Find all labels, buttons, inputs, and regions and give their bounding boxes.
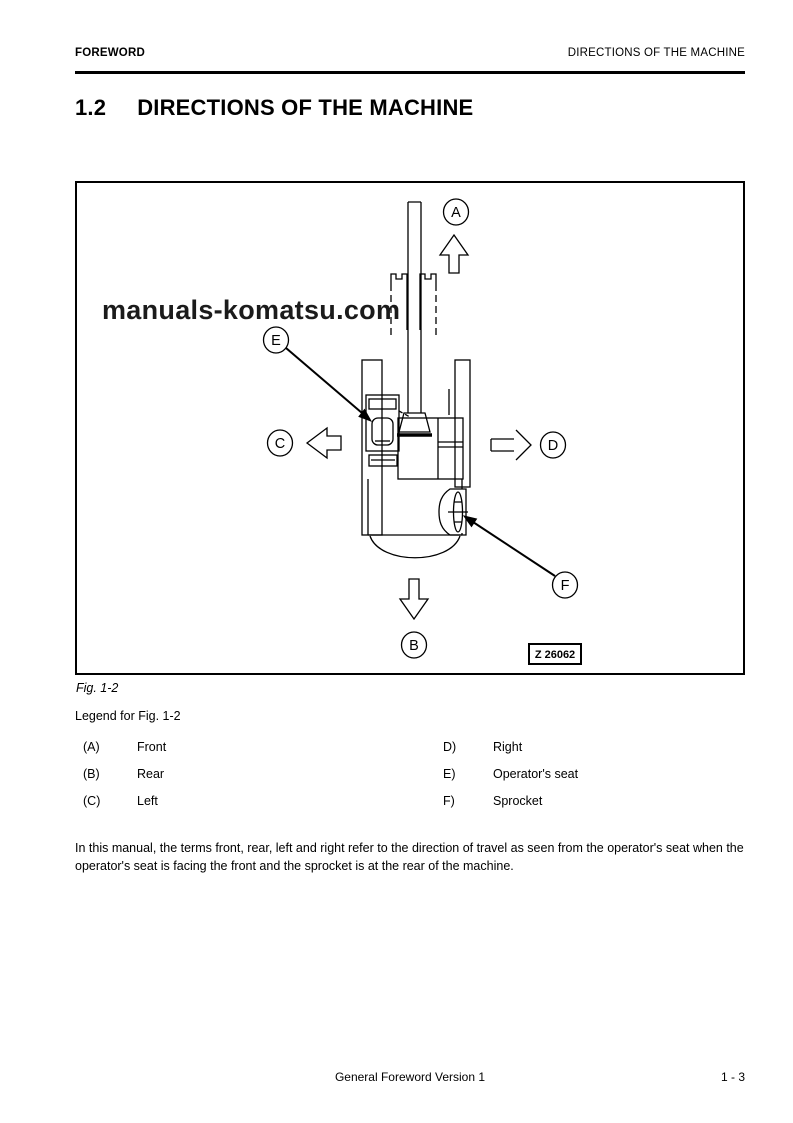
cab-boom-dashed: [398, 410, 411, 418]
legend-value: Operator's seat: [493, 766, 579, 781]
cab: [365, 394, 400, 452]
cab-step: [368, 454, 398, 467]
drawing-number: Z 26062: [535, 649, 575, 661]
footer-version: General Foreword Version 1: [334, 1070, 486, 1084]
legend-value: Right: [493, 740, 523, 754]
sprocket-ticks: [448, 501, 468, 523]
legend-key: E): [443, 766, 456, 781]
label-left: C: [275, 436, 285, 452]
left-track: [361, 359, 383, 536]
body-paragraph: In this manual, the terms front, rear, l…: [75, 841, 744, 874]
label-rear: B: [409, 638, 419, 654]
cylinder-bracket-left: [390, 273, 408, 330]
balloon-rear: [400, 631, 428, 659]
legend-value: Rear: [137, 766, 165, 781]
cylinder-bracket-right: [419, 273, 437, 330]
boom-bar: [407, 201, 422, 413]
header-rule: [75, 71, 745, 74]
machine-direction-diagram: A B C D E F manuals-komatsu.com Z 26062: [102, 198, 582, 665]
deck-right-lines: [437, 418, 463, 479]
label-balloons: [262, 198, 579, 659]
balloon-front: [442, 198, 470, 226]
sprocket-leader-arrowhead: [462, 515, 478, 528]
legend-key: (A): [83, 740, 100, 754]
figure-box: A B C D E F manuals-komatsu.com Z 26062: [75, 181, 745, 675]
counterweight-arc: [369, 535, 461, 559]
cab-window: [368, 398, 397, 410]
seat-leader-line: [285, 347, 363, 414]
label-seat: E: [271, 333, 281, 349]
machine-outline: [361, 201, 471, 559]
header-section-label: FOREWORD: [75, 47, 145, 59]
arrow-left: [305, 426, 342, 460]
footer-page-number: 1 - 3: [720, 1070, 745, 1084]
direction-arrows: [305, 233, 532, 621]
arrow-down-rear: [398, 578, 430, 621]
legend-key: D): [443, 740, 457, 754]
balloon-sprocket: [551, 571, 579, 599]
arrow-up-front: [438, 233, 470, 274]
legend-key: (B): [83, 766, 100, 781]
label-front: A: [451, 205, 461, 221]
boom-foot: [398, 412, 431, 433]
page-title-number: 1.2: [75, 95, 107, 120]
watermark-text: manuals-komatsu.com: [102, 295, 400, 325]
seat-leader-arrowhead: [358, 408, 373, 422]
label-sprocket: F: [561, 578, 570, 594]
sprocket-leader-line: [472, 521, 556, 577]
page-title: 1.2 DIRECTIONS OF THE MACHINE: [75, 95, 473, 121]
legend-value: Sprocket: [493, 793, 543, 808]
arrow-right-chevron: [515, 429, 532, 461]
legend-table: (A) Front D) Right (B) Rear E) Operator'…: [75, 740, 745, 820]
legend-value: Left: [137, 793, 158, 808]
legend-heading: Legend for Fig. 1-2: [75, 709, 181, 723]
sprocket-housing: [438, 488, 467, 536]
balloon-seat: [262, 326, 290, 354]
balloon-left: [266, 429, 294, 457]
deck: [397, 417, 464, 480]
leader-lines: [285, 347, 556, 577]
label-right: D: [548, 438, 558, 454]
balloon-right: [539, 431, 567, 459]
balloon-letters: A B C D E F: [271, 205, 569, 654]
legend-key: (C): [83, 793, 101, 808]
operator-seat: [371, 417, 394, 446]
header-chapter-label: DIRECTIONS OF THE MACHINE: [567, 47, 745, 59]
lower-frame: [367, 479, 463, 536]
arrow-right-shaft: [490, 438, 514, 452]
legend-key: F): [443, 793, 455, 808]
legend-value: Front: [137, 740, 167, 754]
page-title-text: DIRECTIONS OF THE MACHINE: [137, 95, 474, 120]
drawing-number-box: [528, 643, 582, 665]
figure-caption: Fig. 1-2: [76, 681, 119, 695]
